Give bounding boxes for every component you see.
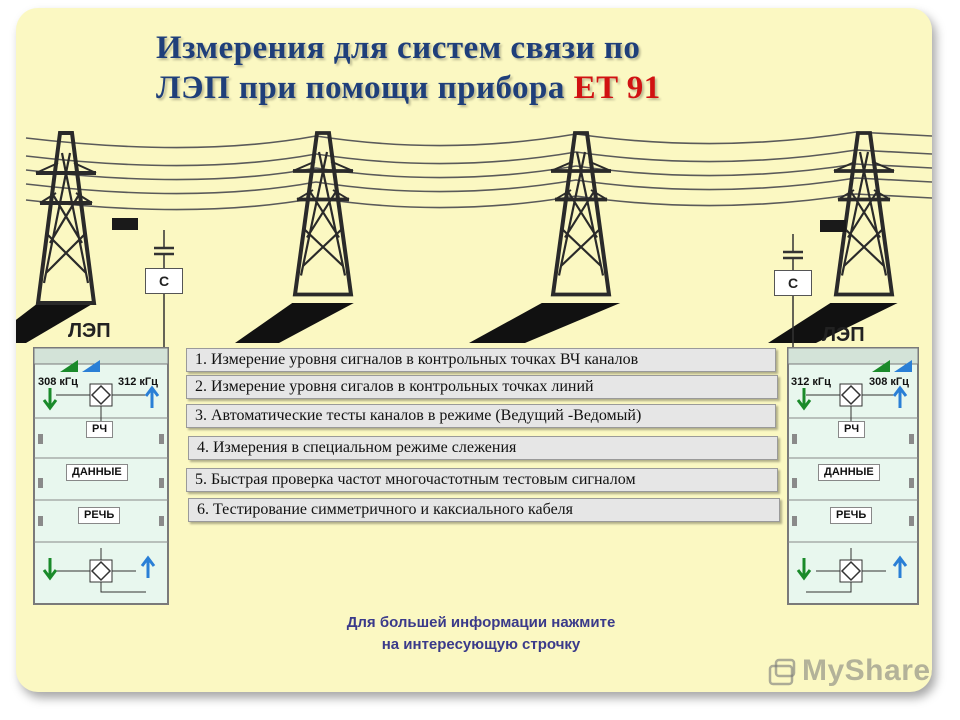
data-label-right: ДАННЫЕ: [818, 464, 880, 481]
wire-2: [25, 149, 932, 167]
menu-item-2[interactable]: 2. Измерение уровня сигалов в контрольны…: [186, 375, 778, 399]
capacitor-right: [783, 234, 803, 348]
menu-item-1[interactable]: 1. Измерение уровня сигналов в контрольн…: [186, 348, 776, 372]
menu-item-6[interactable]: 6. Тестирование симметричного и каксиаль…: [188, 498, 780, 522]
wire-1: [25, 131, 932, 149]
watermark-logo-icon: [768, 658, 796, 686]
data-label-left: ДАННЫЕ: [66, 464, 128, 481]
hint-text: Для большей информации нажмите на интере…: [286, 612, 676, 656]
tower-3: [469, 131, 621, 343]
tower-2: [235, 131, 355, 343]
menu-item-5[interactable]: 5. Быстрая проверка частот многочастотны…: [186, 468, 778, 492]
lep-label-left: ЛЭП: [68, 320, 111, 342]
coupler-trap-left: [112, 218, 138, 230]
title-line-2: ЛЭП при помощи прибора ET 91: [156, 68, 661, 108]
tower-1: [16, 131, 98, 343]
capacitor-left: [154, 230, 174, 348]
wire-5: [25, 193, 932, 211]
coupler-trap-right: [820, 220, 846, 232]
speech-label-left: РЕЧЬ: [78, 507, 121, 524]
device-name: ET 91: [573, 70, 661, 106]
speech-label-right: РЕЧЬ: [830, 507, 873, 524]
slide: Измерения для систем связи по ЛЭП при по…: [16, 8, 932, 692]
right-cabinet: [787, 347, 919, 605]
freq-left-1: 308 кГц: [38, 376, 78, 388]
freq-right-1: 312 кГц: [791, 376, 831, 388]
watermark: MyShared: [802, 654, 932, 687]
freq-right-2: 308 кГц: [869, 376, 909, 388]
title-line-2-text: ЛЭП при помощи прибора: [156, 70, 574, 106]
lep-label-right: ЛЭП: [822, 324, 865, 346]
wire-4: [25, 177, 932, 195]
title-line-1: Измерения для систем связи по: [156, 30, 641, 66]
coupler-c-right: C: [774, 270, 812, 296]
menu-item-4[interactable]: 4. Измерения в специальном режиме слежен…: [188, 436, 778, 460]
wire-3: [25, 163, 932, 181]
freq-left-2: 312 кГц: [118, 376, 158, 388]
hint-line-2: на интересующую строчку: [381, 636, 581, 653]
coupler-c-left: C: [145, 268, 183, 294]
page-title: Измерения для систем связи по ЛЭП при по…: [156, 28, 661, 108]
tower-4: [768, 131, 898, 343]
rch-label-left: РЧ: [86, 421, 114, 438]
hint-line-1: Для большей информации нажмите: [346, 614, 616, 631]
rch-label-right: РЧ: [838, 421, 866, 438]
power-wires: [25, 131, 932, 211]
menu-item-3[interactable]: 3. Автоматические тесты каналов в режиме…: [186, 404, 776, 428]
